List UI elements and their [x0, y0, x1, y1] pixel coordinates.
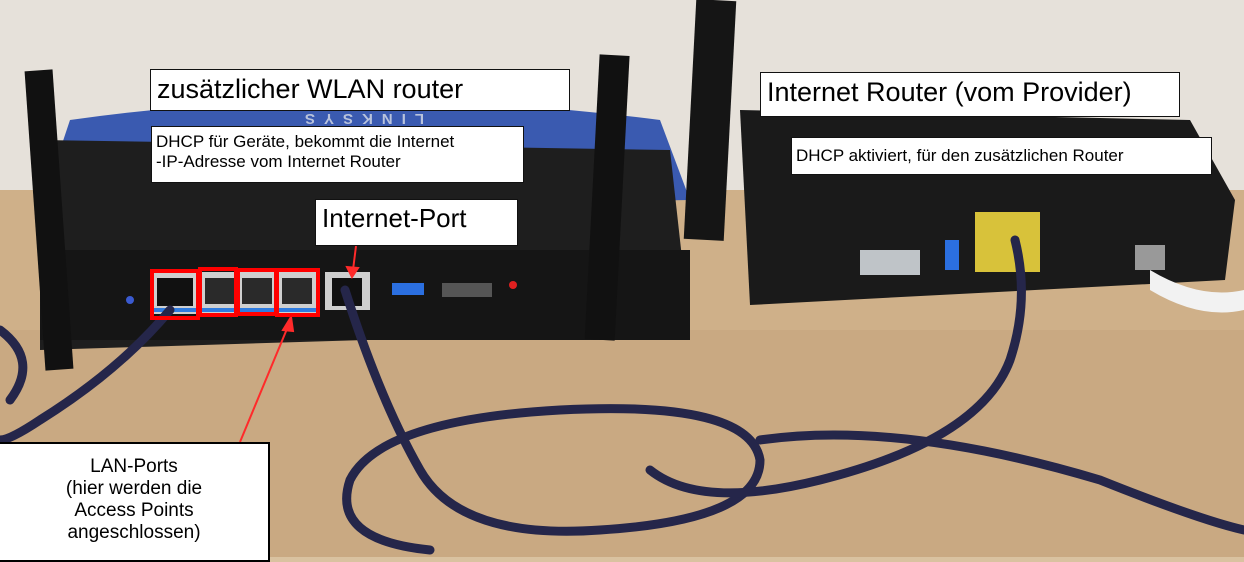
lan-ports-line-2: (hier werden die: [65, 477, 203, 499]
lan-port-highlight-1: [150, 269, 200, 320]
lan-ports-arrow: [239, 323, 290, 443]
internet-port-label: Internet-Port: [315, 199, 518, 246]
provider-router-description-label: DHCP aktiviert, für den zusätzlichen Rou…: [791, 137, 1212, 175]
internet-port-arrow: [352, 245, 357, 271]
router-brand-logo: LINKSYS: [296, 110, 425, 127]
wlan-router-title-label: zusätzlicher WLAN router: [150, 69, 570, 111]
lan-ports-line-1: LAN-Ports: [90, 456, 178, 477]
lan-ports-line-4: angeschlossen): [67, 521, 201, 543]
lan-port-highlight-3: [236, 268, 278, 316]
wlan-router-desc-line-2: -IP-Adresse vom Internet Router: [156, 151, 401, 171]
lan-ports-line-3: Access Points: [74, 499, 194, 521]
lan-ports-label: LAN-Ports (hier werden die Access Points…: [0, 442, 270, 562]
wlan-router-description-label: DHCP für Geräte, bekommt die Internet -I…: [151, 126, 524, 183]
annotation-arrows: [239, 245, 360, 443]
ethernet-cables: [0, 235, 1244, 555]
lan-port-highlight-4: [275, 268, 320, 317]
wlan-router-desc-line-1: DHCP für Geräte, bekommt die Internet: [156, 132, 455, 151]
provider-router-title-label: Internet Router (vom Provider): [760, 72, 1180, 117]
lan-port-highlight-2: [198, 267, 238, 317]
